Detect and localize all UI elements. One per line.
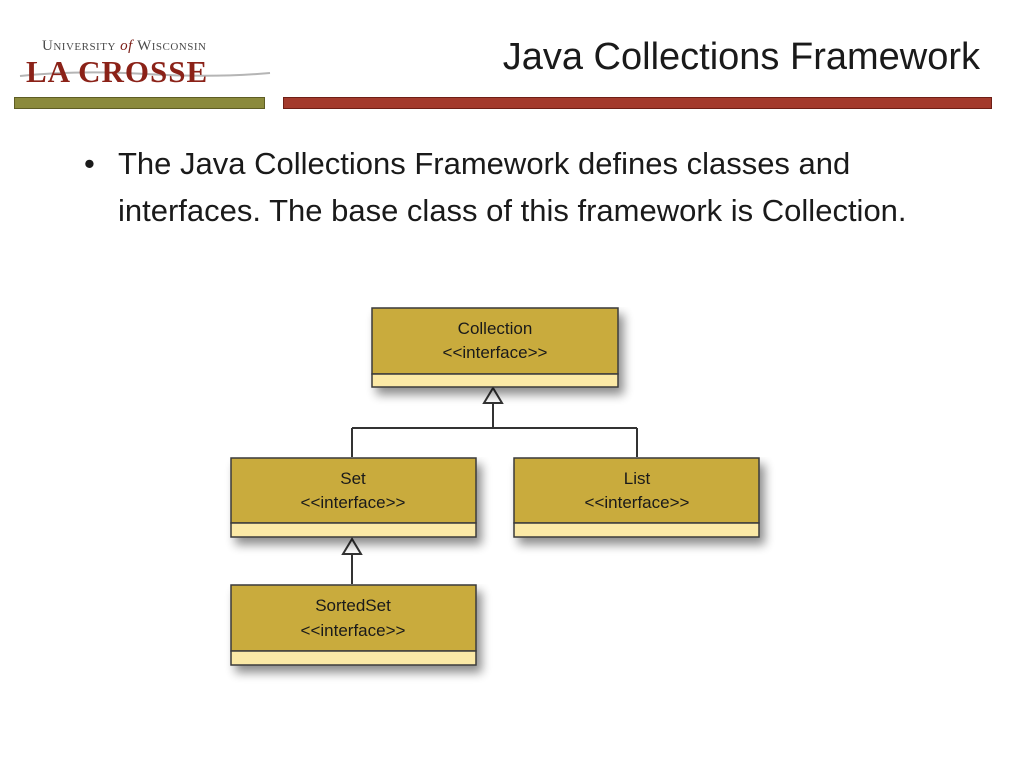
node-list-name: List [624, 469, 651, 488]
logo-word-of: of [120, 38, 133, 54]
logo-top-line: University of Wisconsin [42, 38, 206, 55]
header-bar-olive [14, 97, 265, 109]
node-set [230, 457, 477, 538]
node-sortedset-name: SortedSet [315, 596, 391, 615]
diagram-edges [341, 386, 638, 584]
logo-swoosh-icon [19, 71, 271, 77]
node-list [513, 457, 760, 538]
node-collection [371, 307, 619, 388]
node-set-stereotype: <<interface>> [301, 493, 406, 512]
node-sortedset-body [230, 584, 477, 652]
node-set-footer [230, 522, 477, 538]
node-collection-body [371, 307, 619, 375]
node-sortedset-stereotype: <<interface>> [301, 621, 406, 640]
node-collection-name: Collection [458, 319, 533, 338]
node-set-body [230, 457, 477, 524]
bullet-icon: • [84, 146, 95, 181]
node-collection-footer [371, 373, 619, 388]
node-collection-stereotype: <<interface>> [443, 343, 548, 362]
node-sortedset [230, 584, 477, 666]
bullet-text: The Java Collections Framework defines c… [118, 146, 907, 228]
logo-word-university: University [42, 38, 116, 54]
header-bar-red [283, 97, 992, 109]
node-list-body [513, 457, 760, 524]
inheritance-arrow-set-icon [341, 537, 363, 555]
university-logo: University of Wisconsin LA CROSSE [18, 38, 273, 89]
node-list-stereotype: <<interface>> [585, 493, 690, 512]
node-list-footer [513, 522, 760, 538]
node-set-name: Set [340, 469, 366, 488]
logo-la-crosse: LA CROSSE [26, 54, 209, 89]
inheritance-arrow-collection-icon [482, 386, 504, 404]
node-sortedset-footer [230, 650, 477, 666]
slide-title: Java Collections Framework [502, 36, 980, 78]
logo-word-wisconsin: Wisconsin [137, 38, 207, 54]
